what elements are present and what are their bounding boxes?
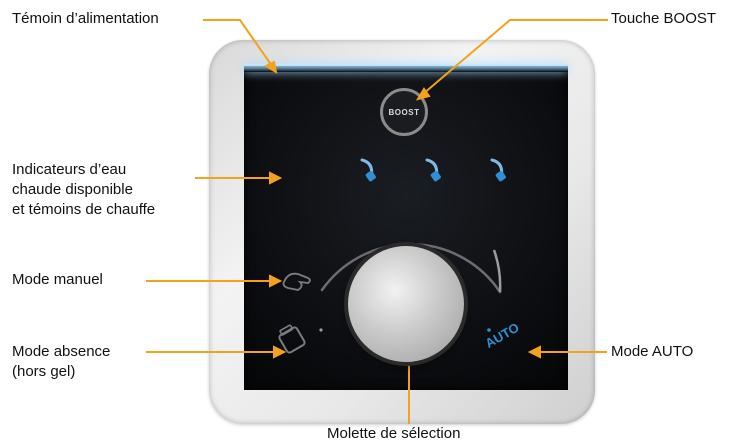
arrowhead-power [263,60,278,75]
absence-mode-label-line-2: (hors gel) [12,363,76,380]
arrow-power [203,19,273,67]
arrow-boost [422,19,608,95]
indicators-label: Indicateurs d’eau chaude disponible et t… [12,160,155,220]
absence-mode-label: Mode absence (hors gel) [12,342,110,382]
power-indicator-label: Témoin d’alimentation [12,10,159,27]
auto-mode-label: Mode AUTO [611,343,694,360]
power-indicator-strip [244,64,568,72]
arrowhead-absence [273,345,287,359]
boost-button-label: BOOST [388,107,420,117]
arrowhead-manual [269,274,283,288]
manual-mode-label: Mode manuel [12,271,103,288]
shower-head-icon [490,158,506,182]
arrows [146,19,608,424]
selection-dial[interactable] [348,246,464,362]
selection-arc [320,242,502,294]
suitcase-icon [278,324,306,354]
indicators-label-line-1: Indicateurs d’eau [12,161,127,178]
shower-head-icon [360,158,376,182]
indicators-label-line-2: chaude disponible [12,181,133,198]
indicators-label-line-3: et témoins de chauffe [12,201,156,218]
selection-arc-right [492,249,502,293]
boost-key-label: Touche BOOST [611,10,717,27]
shower-head-icon [425,158,441,182]
selection-dial-label: Molette de sélection [327,425,461,442]
absence-dot [319,328,323,332]
absence-mode-label-line-1: Mode absence [12,343,111,360]
auto-dot [487,328,491,332]
arrowhead-boost [415,87,431,101]
hand-icon [282,272,311,291]
arrowhead-indicators [269,171,283,185]
arrowhead-auto [527,345,541,359]
